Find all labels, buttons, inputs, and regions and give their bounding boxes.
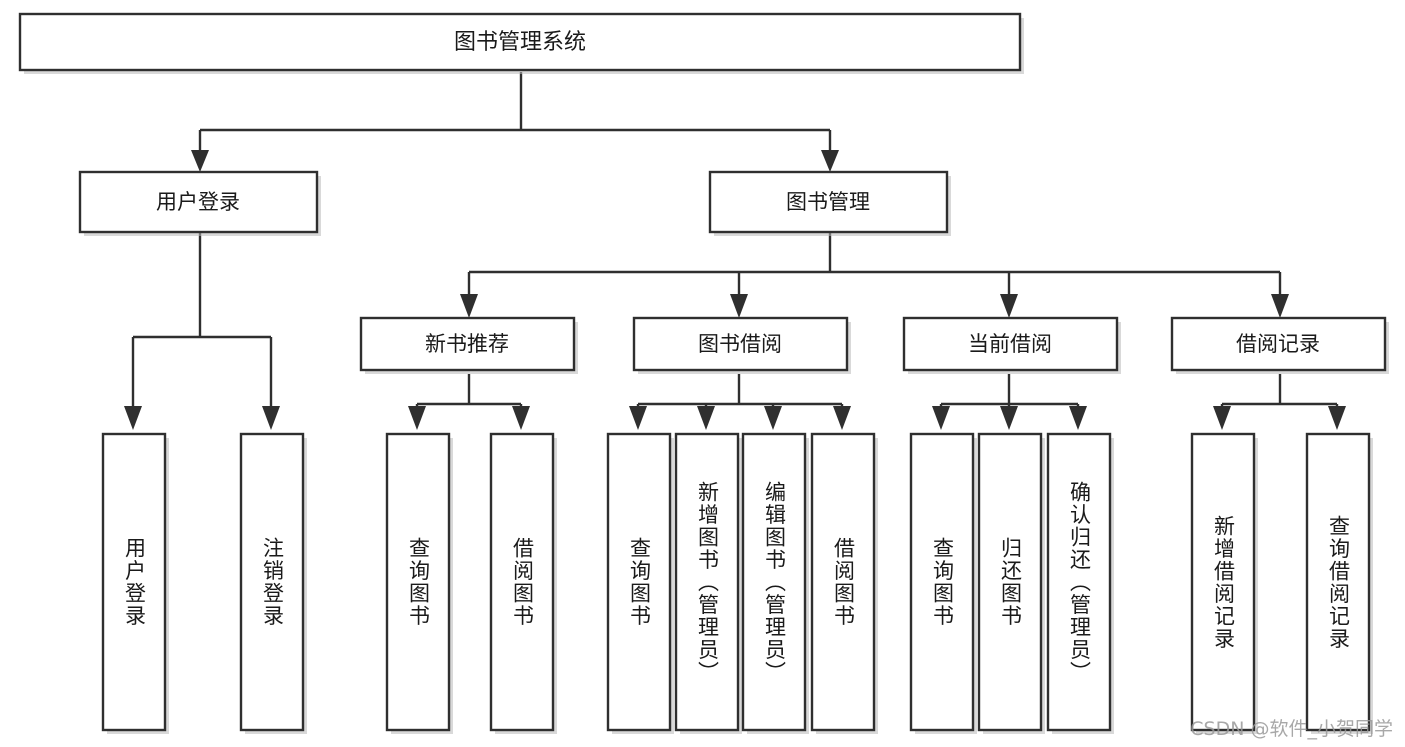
leaf-7-box[interactable] bbox=[741, 432, 807, 732]
arrow-to-leaf-6 bbox=[697, 406, 715, 430]
arrow-to-book-borrow bbox=[730, 294, 748, 318]
new-book-rec-label: 新书推荐 bbox=[425, 332, 509, 356]
borrow-record-label: 借阅记录 bbox=[1236, 332, 1320, 356]
connector-layer bbox=[124, 72, 1346, 430]
book-borrow-box[interactable] bbox=[632, 316, 849, 372]
leaf-11-box[interactable] bbox=[1046, 432, 1112, 732]
arrow-to-leaf-13 bbox=[1328, 406, 1346, 430]
arrow-to-leaf-12 bbox=[1213, 406, 1231, 430]
root-box[interactable] bbox=[18, 12, 1022, 72]
watermark-text: CSDN @软件_小贺同学 bbox=[1190, 718, 1393, 740]
node-new-book-recommend[interactable]: 新书推荐 bbox=[359, 316, 578, 374]
book-mgmt-label: 图书管理 bbox=[786, 190, 870, 214]
leaf-8-box[interactable] bbox=[810, 432, 876, 732]
leaf-10-box[interactable] bbox=[977, 432, 1043, 732]
new-book-rec-box[interactable] bbox=[359, 316, 576, 372]
arrow-to-current-borrow bbox=[1000, 294, 1018, 318]
arrow-to-leaf-2 bbox=[262, 406, 280, 430]
borrow-record-box[interactable] bbox=[1170, 316, 1387, 372]
leaf-5-box[interactable] bbox=[606, 432, 672, 732]
arrow-to-leaf-1 bbox=[124, 406, 142, 430]
arrow-to-borrow-record bbox=[1271, 294, 1289, 318]
arrow-to-leaf-9 bbox=[932, 406, 950, 430]
leaf-12-box[interactable] bbox=[1190, 432, 1256, 732]
user-login-label: 用户登录 bbox=[156, 190, 240, 214]
current-borrow-label: 当前借阅 bbox=[968, 332, 1052, 356]
leaf-9-box[interactable] bbox=[909, 432, 975, 732]
node-user-login[interactable]: 用户登录 bbox=[78, 170, 321, 236]
node-current-borrow[interactable]: 当前借阅 bbox=[902, 316, 1121, 374]
arrow-to-leaf-7 bbox=[764, 406, 782, 430]
node-book-management[interactable]: 图书管理 bbox=[708, 170, 951, 236]
leaf-6-box[interactable] bbox=[674, 432, 740, 732]
arrow-to-leaf-3 bbox=[408, 406, 426, 430]
leaf-3-box[interactable] bbox=[385, 432, 451, 732]
current-borrow-box[interactable] bbox=[902, 316, 1119, 372]
leaf-2-box[interactable] bbox=[239, 432, 305, 732]
arrow-to-new-book-rec bbox=[460, 294, 478, 318]
arrow-to-leaf-10 bbox=[1000, 406, 1018, 430]
leaf-box-layer bbox=[101, 432, 1373, 734]
leaf-4-box[interactable] bbox=[489, 432, 555, 732]
node-root[interactable]: 图书管理系统 bbox=[18, 12, 1024, 74]
leaf-13-box[interactable] bbox=[1305, 432, 1371, 732]
arrow-to-leaf-5 bbox=[629, 406, 647, 430]
arrow-to-book-mgmt bbox=[821, 150, 839, 172]
book-borrow-label: 图书借阅 bbox=[698, 332, 782, 356]
arrow-to-user-login bbox=[191, 150, 209, 172]
arrow-to-leaf-4 bbox=[512, 406, 530, 430]
arrow-to-leaf-8 bbox=[833, 406, 851, 430]
leaf-1-box[interactable] bbox=[101, 432, 167, 732]
node-book-borrow[interactable]: 图书借阅 bbox=[632, 316, 851, 374]
root-label: 图书管理系统 bbox=[454, 30, 586, 55]
book-mgmt-box[interactable] bbox=[708, 170, 949, 234]
node-borrow-record[interactable]: 借阅记录 bbox=[1170, 316, 1389, 374]
user-login-box[interactable] bbox=[78, 170, 319, 234]
arrow-to-leaf-11 bbox=[1069, 406, 1087, 430]
